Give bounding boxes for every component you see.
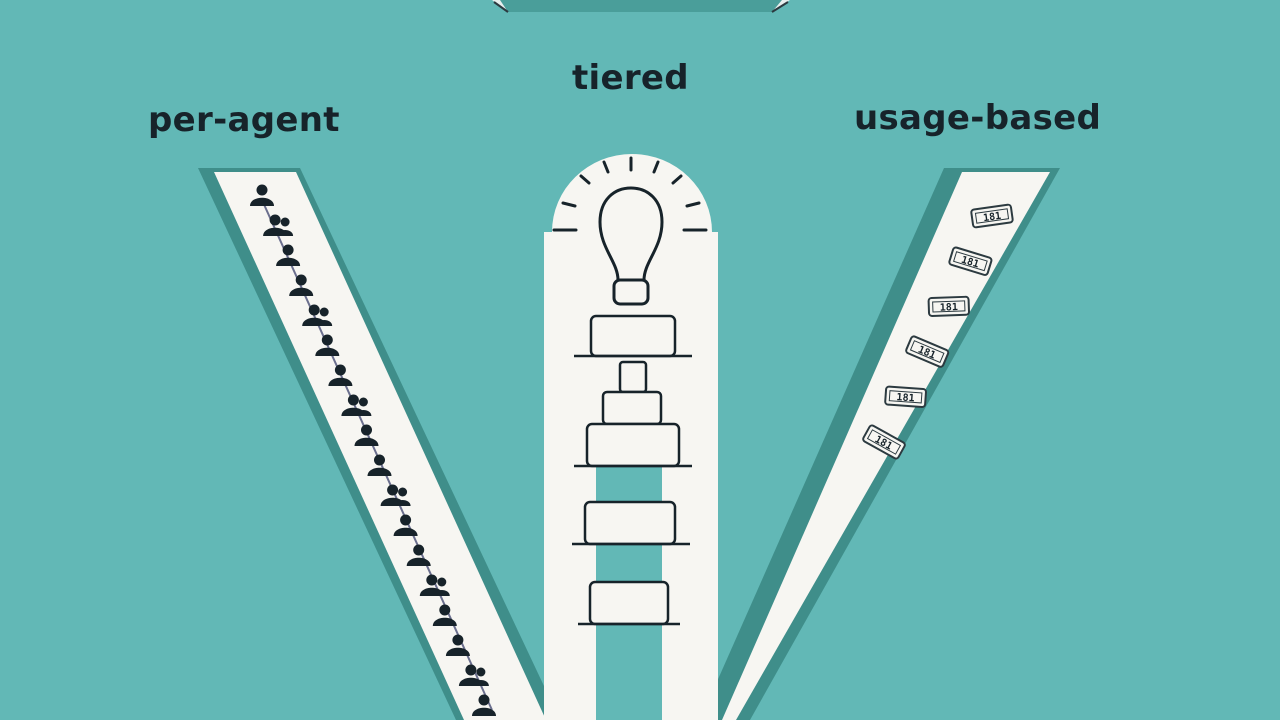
person-icons — [250, 184, 496, 716]
ticket-text: 181 — [896, 392, 915, 404]
person-icon — [393, 514, 418, 536]
ticket-icon: 181 — [862, 424, 906, 460]
ticket-text: 181 — [940, 302, 958, 314]
person-icon — [432, 604, 457, 626]
ticket-icon: 181 — [970, 203, 1014, 229]
ticket-icon: 181 — [905, 335, 950, 368]
person-icon — [315, 334, 340, 356]
person-icon — [472, 694, 496, 716]
ticket-icon: 181 — [948, 246, 993, 276]
ticket-icon: 181 — [884, 385, 927, 408]
ticket-text: 181 — [982, 211, 1001, 224]
person-icon — [354, 424, 379, 446]
usage-based-label: usage-based — [854, 98, 1102, 138]
person-icon — [419, 574, 450, 596]
lightbulb-icon — [552, 156, 708, 306]
tiered-label: tiered — [572, 58, 689, 98]
ticket-icons: 181 181 181 181 181 181 — [862, 203, 1014, 460]
ticket-icon: 181 — [927, 295, 970, 317]
person-icon — [302, 304, 333, 326]
top-banner — [492, 0, 790, 13]
per-agent-band — [198, 168, 560, 720]
person-icon — [263, 214, 294, 236]
tier-stack — [572, 314, 692, 626]
person-icon — [328, 364, 353, 386]
person-icon — [458, 664, 489, 686]
tiered-column — [544, 154, 718, 720]
person-icon — [406, 544, 431, 566]
usage-based-band: 181 181 181 181 181 181 — [700, 168, 1060, 720]
ticket-text: 181 — [960, 255, 980, 271]
person-icon — [341, 394, 372, 416]
person-icon — [380, 484, 411, 506]
person-icon — [367, 454, 392, 476]
person-icon — [276, 244, 301, 266]
person-icon — [250, 184, 274, 206]
per-agent-label: per-agent — [148, 100, 340, 140]
person-icon — [289, 274, 314, 296]
person-icon — [445, 634, 470, 656]
